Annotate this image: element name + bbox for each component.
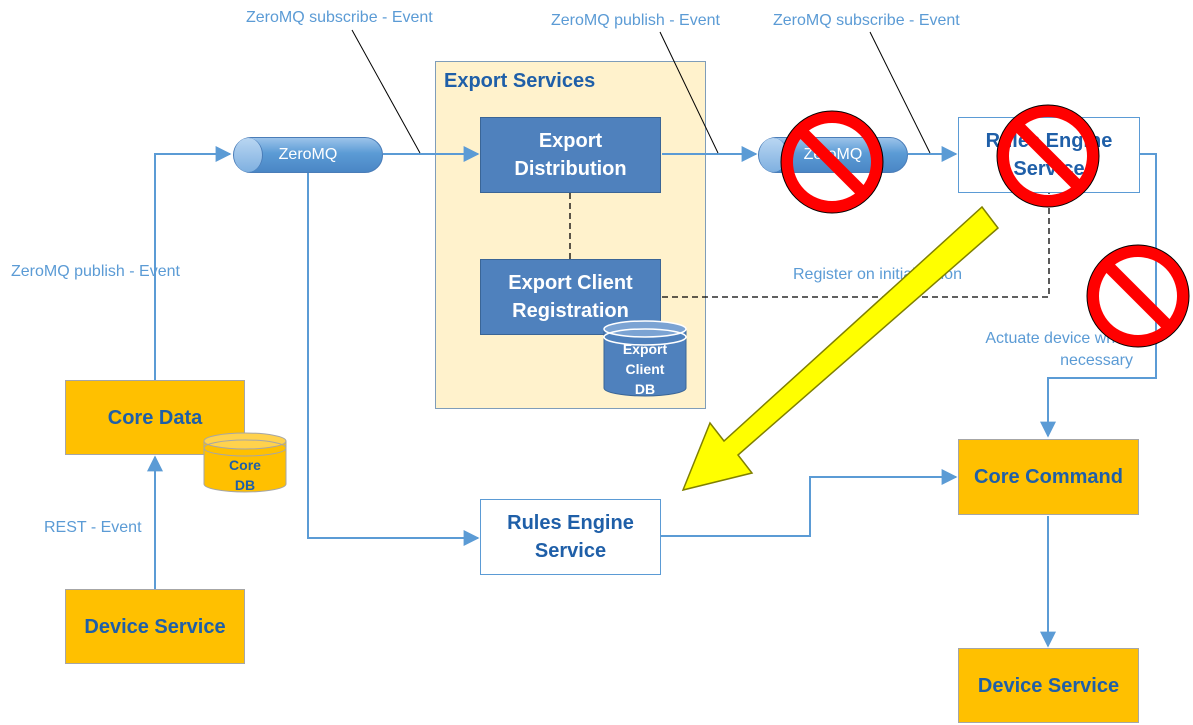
core-db-cylinder — [203, 432, 287, 493]
label-zmq-subscribe-1: ZeroMQ subscribe - Event — [246, 9, 433, 26]
export-services-title: Export Services — [444, 70, 596, 92]
leader-1 — [351, 29, 421, 154]
device-service-right-box: Device Service — [958, 648, 1139, 723]
device-service-left-box: Device Service — [65, 589, 245, 664]
edge-coredata-to-zeromq — [154, 146, 232, 380]
prohibit-sign-1 — [780, 110, 884, 214]
prohibit-sign-2 — [996, 104, 1100, 208]
rules-engine-bottom-box: Rules Engine Service — [480, 499, 661, 575]
leader-3 — [869, 31, 931, 154]
edge-rules-top-to-command — [1040, 153, 1157, 438]
yellow-arrow — [681, 205, 1000, 492]
core-command-box: Core Command — [958, 439, 1139, 515]
label-zmq-subscribe-2: ZeroMQ subscribe - Event — [773, 12, 960, 29]
label-zmq-publish-1: ZeroMQ publish - Event — [551, 12, 720, 29]
leader-2 — [659, 31, 719, 154]
label-zmq-publish-core: ZeroMQ publish - Event — [11, 263, 180, 280]
zeromq-pipe-1: ZeroMQ — [233, 137, 383, 173]
zeromq-pipe-1-label: ZeroMQ — [278, 146, 338, 163]
export-client-db-label: Export Client DB — [622, 341, 668, 397]
prohibit-sign-3 — [1086, 244, 1190, 348]
edge-rules-bottom-to-command — [661, 469, 958, 537]
export-client-db-cylinder — [603, 320, 687, 397]
label-rest-event: REST - Event — [44, 519, 142, 536]
edge-zeromq-to-rules — [307, 172, 480, 546]
export-distribution-box: Export Distribution — [480, 117, 661, 193]
core-db-label: Core DB — [229, 457, 261, 493]
